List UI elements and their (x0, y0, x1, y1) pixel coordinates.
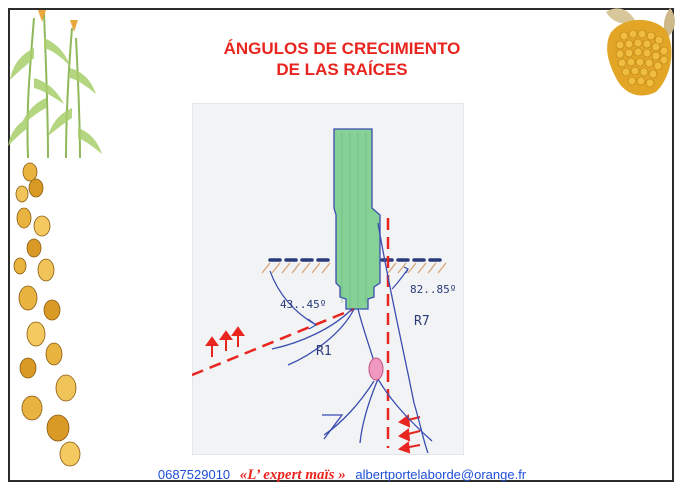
corn-kernel-icon (13, 162, 81, 467)
stem-shape (333, 128, 381, 310)
paper-background (192, 103, 464, 455)
arrow-group-right (397, 414, 421, 454)
title-line-1: ÁNGULOS DE CRECIMIENTO (223, 39, 461, 58)
roots (271, 222, 433, 454)
root-r1-label: R1 (316, 344, 332, 359)
slide-title: ÁNGULOS DE CRECIMIENTO DE LAS RAÍCES (160, 38, 524, 80)
footer-brand: «L’ expert maïs » (239, 467, 346, 483)
corn-plant-decoration (8, 10, 102, 467)
footer-email: albertportelaborde@orange.fr (355, 467, 527, 482)
root-r7-label: R7 (414, 314, 430, 329)
arrow-group-left (205, 326, 245, 357)
angle-arcs (269, 266, 409, 330)
title-line-2: DE LAS RAÍCES (276, 60, 408, 79)
horizontal-reference-line (192, 307, 355, 377)
footer-phone: 0687529010 (157, 467, 231, 482)
corn-cob-icon (606, 8, 675, 96)
angle-right-label: 82..85º (410, 283, 456, 296)
angle-left-label: 43..45º (280, 298, 326, 311)
seed-node (368, 357, 384, 381)
footer: 0687529010 «L’ expert maïs » albertporte… (0, 466, 684, 484)
root-angle-sketch: 43..45º 82..85º R1 R7 (192, 103, 464, 455)
